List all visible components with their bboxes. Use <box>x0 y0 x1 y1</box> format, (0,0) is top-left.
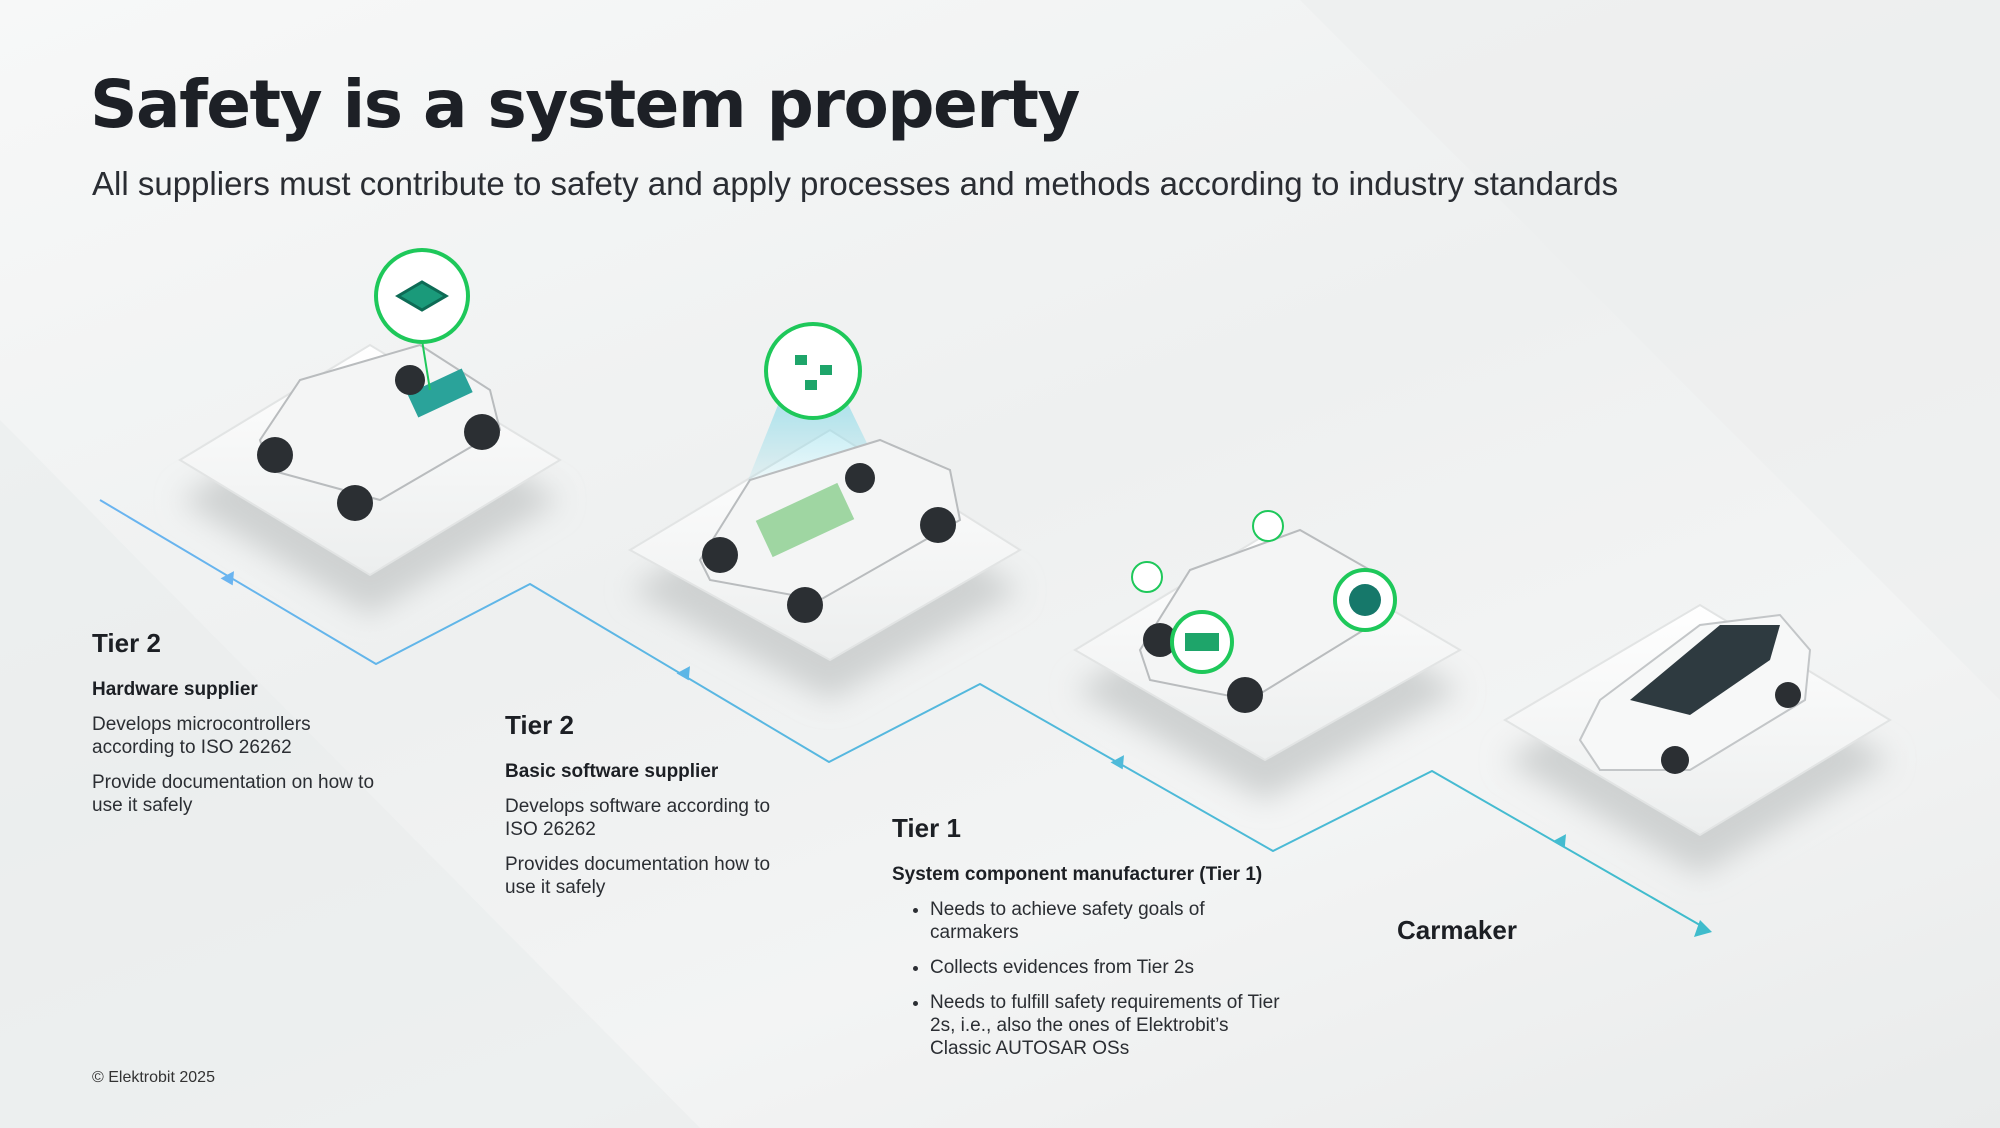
page-subtitle: All suppliers must contribute to safety … <box>92 165 1619 202</box>
page-title: Safety is a system property <box>90 66 1080 143</box>
stage-point: Needs to achieve safety goals of carmake… <box>930 898 1250 944</box>
platform-carmaker <box>1503 603 1892 875</box>
stage-point: Provides documentation how to use it saf… <box>505 854 771 898</box>
stage-point: Collects evidences from Tier 2s <box>930 956 1292 979</box>
stage-tier1-manufacturer: Tier 1 System component manufacturer (Ti… <box>892 813 1292 1072</box>
arrow-icon <box>676 666 690 681</box>
flow-arrows <box>220 571 1712 937</box>
stage-carmaker: Carmaker <box>1397 915 1517 945</box>
software-modules-icon <box>764 322 862 420</box>
stage-hardware-supplier: Tier 2 Hardware supplier Develops microc… <box>92 628 382 829</box>
copyright: © Elektrobit 2025 <box>92 1069 215 1086</box>
arrow-icon <box>1110 755 1124 770</box>
stage-tier: Tier 1 <box>892 813 961 843</box>
stage-point: Develops software according to ISO 26262 <box>505 796 771 840</box>
stage-role: System component manufacturer (Tier 1) <box>892 864 1263 885</box>
stage-tier: Tier 2 <box>505 710 574 740</box>
platform-system-component <box>1073 510 1463 800</box>
stage-role: Hardware supplier <box>92 679 258 700</box>
sensor-icon <box>1252 510 1284 542</box>
stage-role: Basic software supplier <box>505 761 719 782</box>
stage-tier: Tier 2 <box>92 628 161 658</box>
stage-point: Provide documentation on how to use it s… <box>92 772 375 816</box>
arrow-end-icon <box>1694 920 1712 937</box>
arrow-icon <box>220 571 234 586</box>
platform-hardware <box>178 248 562 615</box>
stage-point: Needs to fulfill safety requirements of … <box>930 991 1290 1060</box>
stage-software-supplier: Tier 2 Basic software supplier Develops … <box>505 710 795 911</box>
sensor-icon <box>1131 561 1163 593</box>
arrow-icon <box>1552 834 1566 849</box>
stage-point: Develops microcontrollers according to I… <box>92 714 311 758</box>
car-icon <box>1578 613 1812 774</box>
platform-software <box>627 322 1022 700</box>
flow-line <box>99 499 1706 929</box>
car-chassis-icon <box>257 343 502 521</box>
